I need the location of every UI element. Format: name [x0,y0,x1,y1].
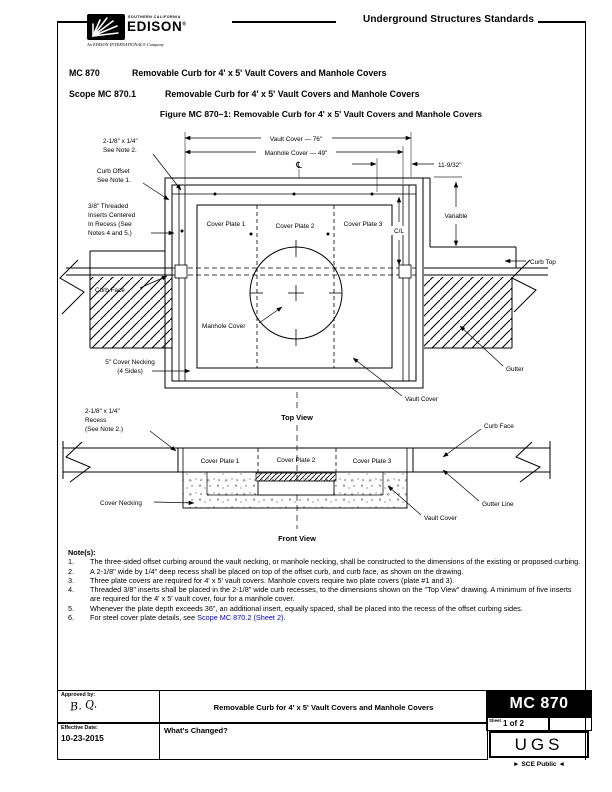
effective-date-cell: Effective Date: 10-23-2015 [57,723,161,760]
notes-section: Note(s): 1. The three-sided offset curbi… [68,548,582,622]
scope-code: Scope MC 870.1 [69,89,136,99]
note-item-6: 6. For steel cover plate details, see Sc… [68,613,582,622]
approved-by-label: Approved by: [61,692,96,698]
org-badge: UGS [489,731,589,758]
whats-changed-label: What's Changed? [164,726,228,735]
dim-manhole-cover-width: Manhole Cover — 49" [265,150,328,157]
figure-caption: Figure MC 870–1: Removable Curb for 4' x… [159,109,483,119]
note-number: 3. [68,575,75,585]
label-vault-cover-front: Vault Cover [424,515,458,522]
frame-rule-top-mid [232,21,336,23]
frame-rule-top-left [57,21,87,23]
label-recess-front: 2-1/8" x 1/4"Recess(See Note 2.) [85,408,123,433]
effective-date-value: 10-23-2015 [61,733,104,743]
sheet-number-cell: Sheet 1 of 2 [486,717,592,731]
note-text: For steel cover plate details, see Scope… [90,613,582,622]
doc-code: MC 870 [69,68,100,78]
doc-number-block: MC 870 Sheet 1 of 2 UGS ► SCE Public ◄ [486,690,592,768]
sheet-cell-divider [548,718,550,730]
frame-border-left [57,21,59,760]
effective-date-label: Effective Date: [61,725,98,731]
scope-title: Removable Curb for 4' x 5' Vault Covers … [165,89,420,99]
note-number: 6. [68,613,75,623]
doc-number: MC 870 [486,690,592,717]
sheet-title-cell: Removable Curb for 4' x 5' Vault Covers … [159,690,488,723]
label-curb-face-top: Curb Face [95,287,125,294]
note-item-3: 3. Three plate covers are required for 4… [68,576,582,585]
label-cover-plate-1-front: Cover Plate 1 [201,458,240,465]
front-view-leaders [149,428,482,516]
label-gutter-line: Gutter Line [482,501,514,508]
label-cover-plate-3-top: Cover Plate 3 [344,221,383,228]
top-view-dimensions [184,132,459,266]
note-number: 2. [68,566,75,576]
note-text-before: For steel cover plate details, see [90,613,198,623]
label-cover-plate-3-front: Cover Plate 3 [353,458,392,465]
sheet-number: 1 of 2 [503,719,524,728]
label-gutter: Gutter [506,366,525,373]
frame-rule-top-right [538,21,585,23]
doc-code-title: Removable Curb for 4' x 5' Vault Covers … [132,68,387,78]
note-item-2: 2. A 2-1/8" wide by 1/4" deep recess sha… [68,567,582,576]
dim-vault-cover-width: Vault Cover — 76" [270,136,322,143]
caption-top-view: Top View [281,413,313,422]
top-view-leaders [139,153,526,397]
classification-label: ► SCE Public ◄ [513,761,565,768]
label-cover-plate-2-top: Cover Plate 2 [276,223,315,230]
note-text: Threaded 3/8" inserts shall be placed in… [90,585,572,604]
link-scope-mc-870-2[interactable]: Scope MC 870.2 (Sheet 2) [197,613,284,623]
note-text: The three-sided offset curbing around th… [90,557,581,567]
frame-border-right [585,21,587,760]
label-curb-face-front: Curb Face [484,423,514,430]
centerline-symbol: ℄ [295,161,302,171]
note-item-5: 5. Whenever the plate depth exceeds 36",… [68,604,582,613]
dim-variable: Variable [445,213,468,220]
notes-heading: Note(s): [68,548,96,557]
label-cover-necking-front: Cover Necking [100,500,142,507]
note-text: Three plate covers are required for 4' x… [90,575,455,585]
dim-cl: C/L [394,228,404,235]
document-title: Underground Structures Standards [363,14,534,25]
brand-tagline: An EDISON INTERNATIONAL® Company [87,42,164,47]
note-number: 1. [68,557,75,567]
approved-by-cell: Approved by: B. Q. [57,690,161,723]
label-cover-necking-top: 5" Cover Necking(4 Sides) [105,359,155,375]
note-text: A 2-1/8" wide by 1/4" deep recess shall … [90,566,464,576]
approval-signature: B. Q. [69,697,98,714]
label-manhole-cover: Manhole Cover [202,323,246,330]
registered-mark: ® [182,21,187,28]
front-view-drawing [62,441,551,509]
brand-small-text: SOUTHERN CALIFORNIA [128,15,181,19]
sheet-label: Sheet [489,718,501,723]
label-cover-plate-1-top: Cover Plate 1 [207,221,246,228]
whats-changed-cell: What's Changed? [159,723,488,760]
note-number: 5. [68,603,75,613]
sheet-title: Removable Curb for 4' x 5' Vault Covers … [213,703,434,712]
sce-logo-icon [87,14,125,40]
note-text-after: . [283,613,286,623]
title-block-footer: Approved by: B. Q. Effective Date: 10-23… [57,690,592,768]
brand-large-text: EDISON® [127,19,187,34]
note-item-4: 4. Threaded 3/8" inserts shall be placed… [68,585,582,604]
label-curb-top: Curb Top [530,259,556,266]
label-cover-plate-2-front: Cover Plate 2 [277,457,316,464]
dim-offset: 11-9/32" [438,162,461,169]
caption-front-view: Front View [278,534,316,543]
note-number: 4. [68,585,75,595]
note-item-1: 1. The three-sided offset curbing around… [68,557,582,566]
label-recess-top: 2-1/8" x 1/4"See Note 2. [103,138,138,154]
label-vault-cover-top: Vault Cover [405,396,439,403]
note-text: Whenever the plate depth exceeds 36", an… [90,603,523,613]
